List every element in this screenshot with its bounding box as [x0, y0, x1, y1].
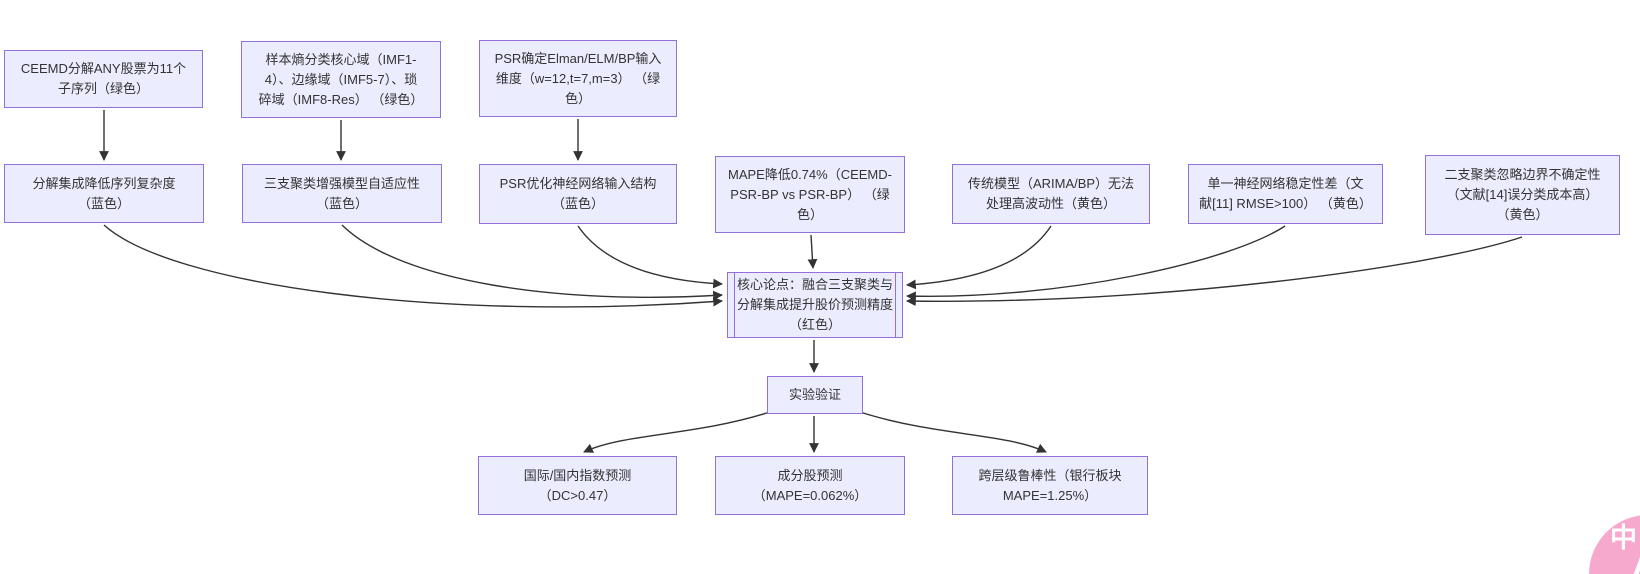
- node-traditional-label: 传统模型（ARIMA/BP）无法 处理高波动性（黄色）: [967, 176, 1135, 211]
- edge-traditional-to-core: [906, 225, 1052, 290]
- node-single-nn: 单一神经网络稳定性差（文 献[11] RMSE>100） （黄色）: [1188, 164, 1383, 224]
- node-mape-label: MAPE降低0.74%（CEEMD- PSR-BP vs PSR-BP） （绿 …: [728, 166, 892, 222]
- node-psr-opt: PSR优化神经网络输入结构 （蓝色）: [479, 164, 677, 224]
- node-robust: 跨层级鲁棒性（银行板块 MAPE=1.25%）: [952, 456, 1148, 515]
- translate-badge-button[interactable]: 中 A: [1589, 515, 1640, 574]
- node-two-way-label: 二支聚类忽略边界不确定性 （文献[14]误分类成本高） （黄色）: [1444, 167, 1601, 222]
- translate-a-icon: A: [1633, 545, 1640, 574]
- node-two-way: 二支聚类忽略边界不确定性 （文献[14]误分类成本高） （黄色）: [1425, 155, 1620, 235]
- node-psr-opt-label: PSR优化神经网络输入结构 （蓝色）: [499, 176, 657, 211]
- edge-two-way-to-core: [906, 236, 1523, 307]
- node-entropy-label: 样本熵分类核心域（IMF1- 4）、边缘域（IMF5-7）、琐 碎域（IMF8-…: [258, 51, 424, 107]
- translate-zh-icon: 中: [1610, 523, 1637, 553]
- node-stock-pred-label: 成分股预测 （MAPE=0.062%）: [752, 467, 868, 503]
- edge-psr-opt-to-core: [577, 225, 723, 289]
- node-core-thesis: 核心论点：融合三支聚类与 分解集成提升股价预测精度 （红色）: [727, 272, 903, 338]
- edge-single-nn-to-core: [906, 225, 1286, 302]
- node-mape: MAPE降低0.74%（CEEMD- PSR-BP vs PSR-BP） （绿 …: [715, 156, 905, 233]
- node-decomp: 分解集成降低序列复杂度 （蓝色）: [4, 164, 204, 223]
- node-index-pred: 国际/国内指数预测 （DC>0.47）: [478, 456, 677, 515]
- node-single-nn-label: 单一神经网络稳定性差（文 献[11] RMSE>100） （黄色）: [1199, 176, 1372, 211]
- edge-decomp-to-core: [103, 224, 723, 308]
- node-core-thesis-label: 核心论点：融合三支聚类与 分解集成提升股价预测精度 （红色）: [736, 277, 893, 332]
- edge-mape-to-core: [807, 234, 818, 269]
- node-verify-label: 实验验证: [788, 387, 841, 402]
- node-three-way-label: 三支聚类增强模型自适应性 （蓝色）: [263, 175, 420, 211]
- node-index-pred-label: 国际/国内指数预测 （DC>0.47）: [523, 467, 632, 503]
- node-verify: 实验验证: [767, 376, 863, 414]
- node-decomp-label: 分解集成降低序列复杂度 （蓝色）: [32, 175, 176, 211]
- node-stock-pred: 成分股预测 （MAPE=0.062%）: [715, 456, 905, 515]
- node-ceemd-label: CEEMD分解ANY股票为11个 子序列（绿色）: [20, 61, 187, 96]
- node-traditional: 传统模型（ARIMA/BP）无法 处理高波动性（黄色）: [952, 164, 1150, 224]
- node-ceemd: CEEMD分解ANY股票为11个 子序列（绿色）: [4, 50, 203, 108]
- edge-verify-to-index-pred: [583, 411, 771, 453]
- node-robust-label: 跨层级鲁棒性（银行板块 MAPE=1.25%）: [978, 467, 1122, 503]
- node-psr-dim-label: PSR确定Elman/ELM/BP输入 维度（w=12,t=7,m=3） （绿 …: [494, 50, 662, 106]
- node-entropy: 样本熵分类核心域（IMF1- 4）、边缘域（IMF5-7）、琐 碎域（IMF8-…: [241, 41, 441, 118]
- edge-verify-to-robust: [859, 411, 1047, 453]
- node-three-way: 三支聚类增强模型自适应性 （蓝色）: [242, 164, 442, 223]
- node-psr-dim: PSR确定Elman/ELM/BP输入 维度（w=12,t=7,m=3） （绿 …: [479, 40, 677, 117]
- edge-three-way-to-core: [341, 224, 723, 301]
